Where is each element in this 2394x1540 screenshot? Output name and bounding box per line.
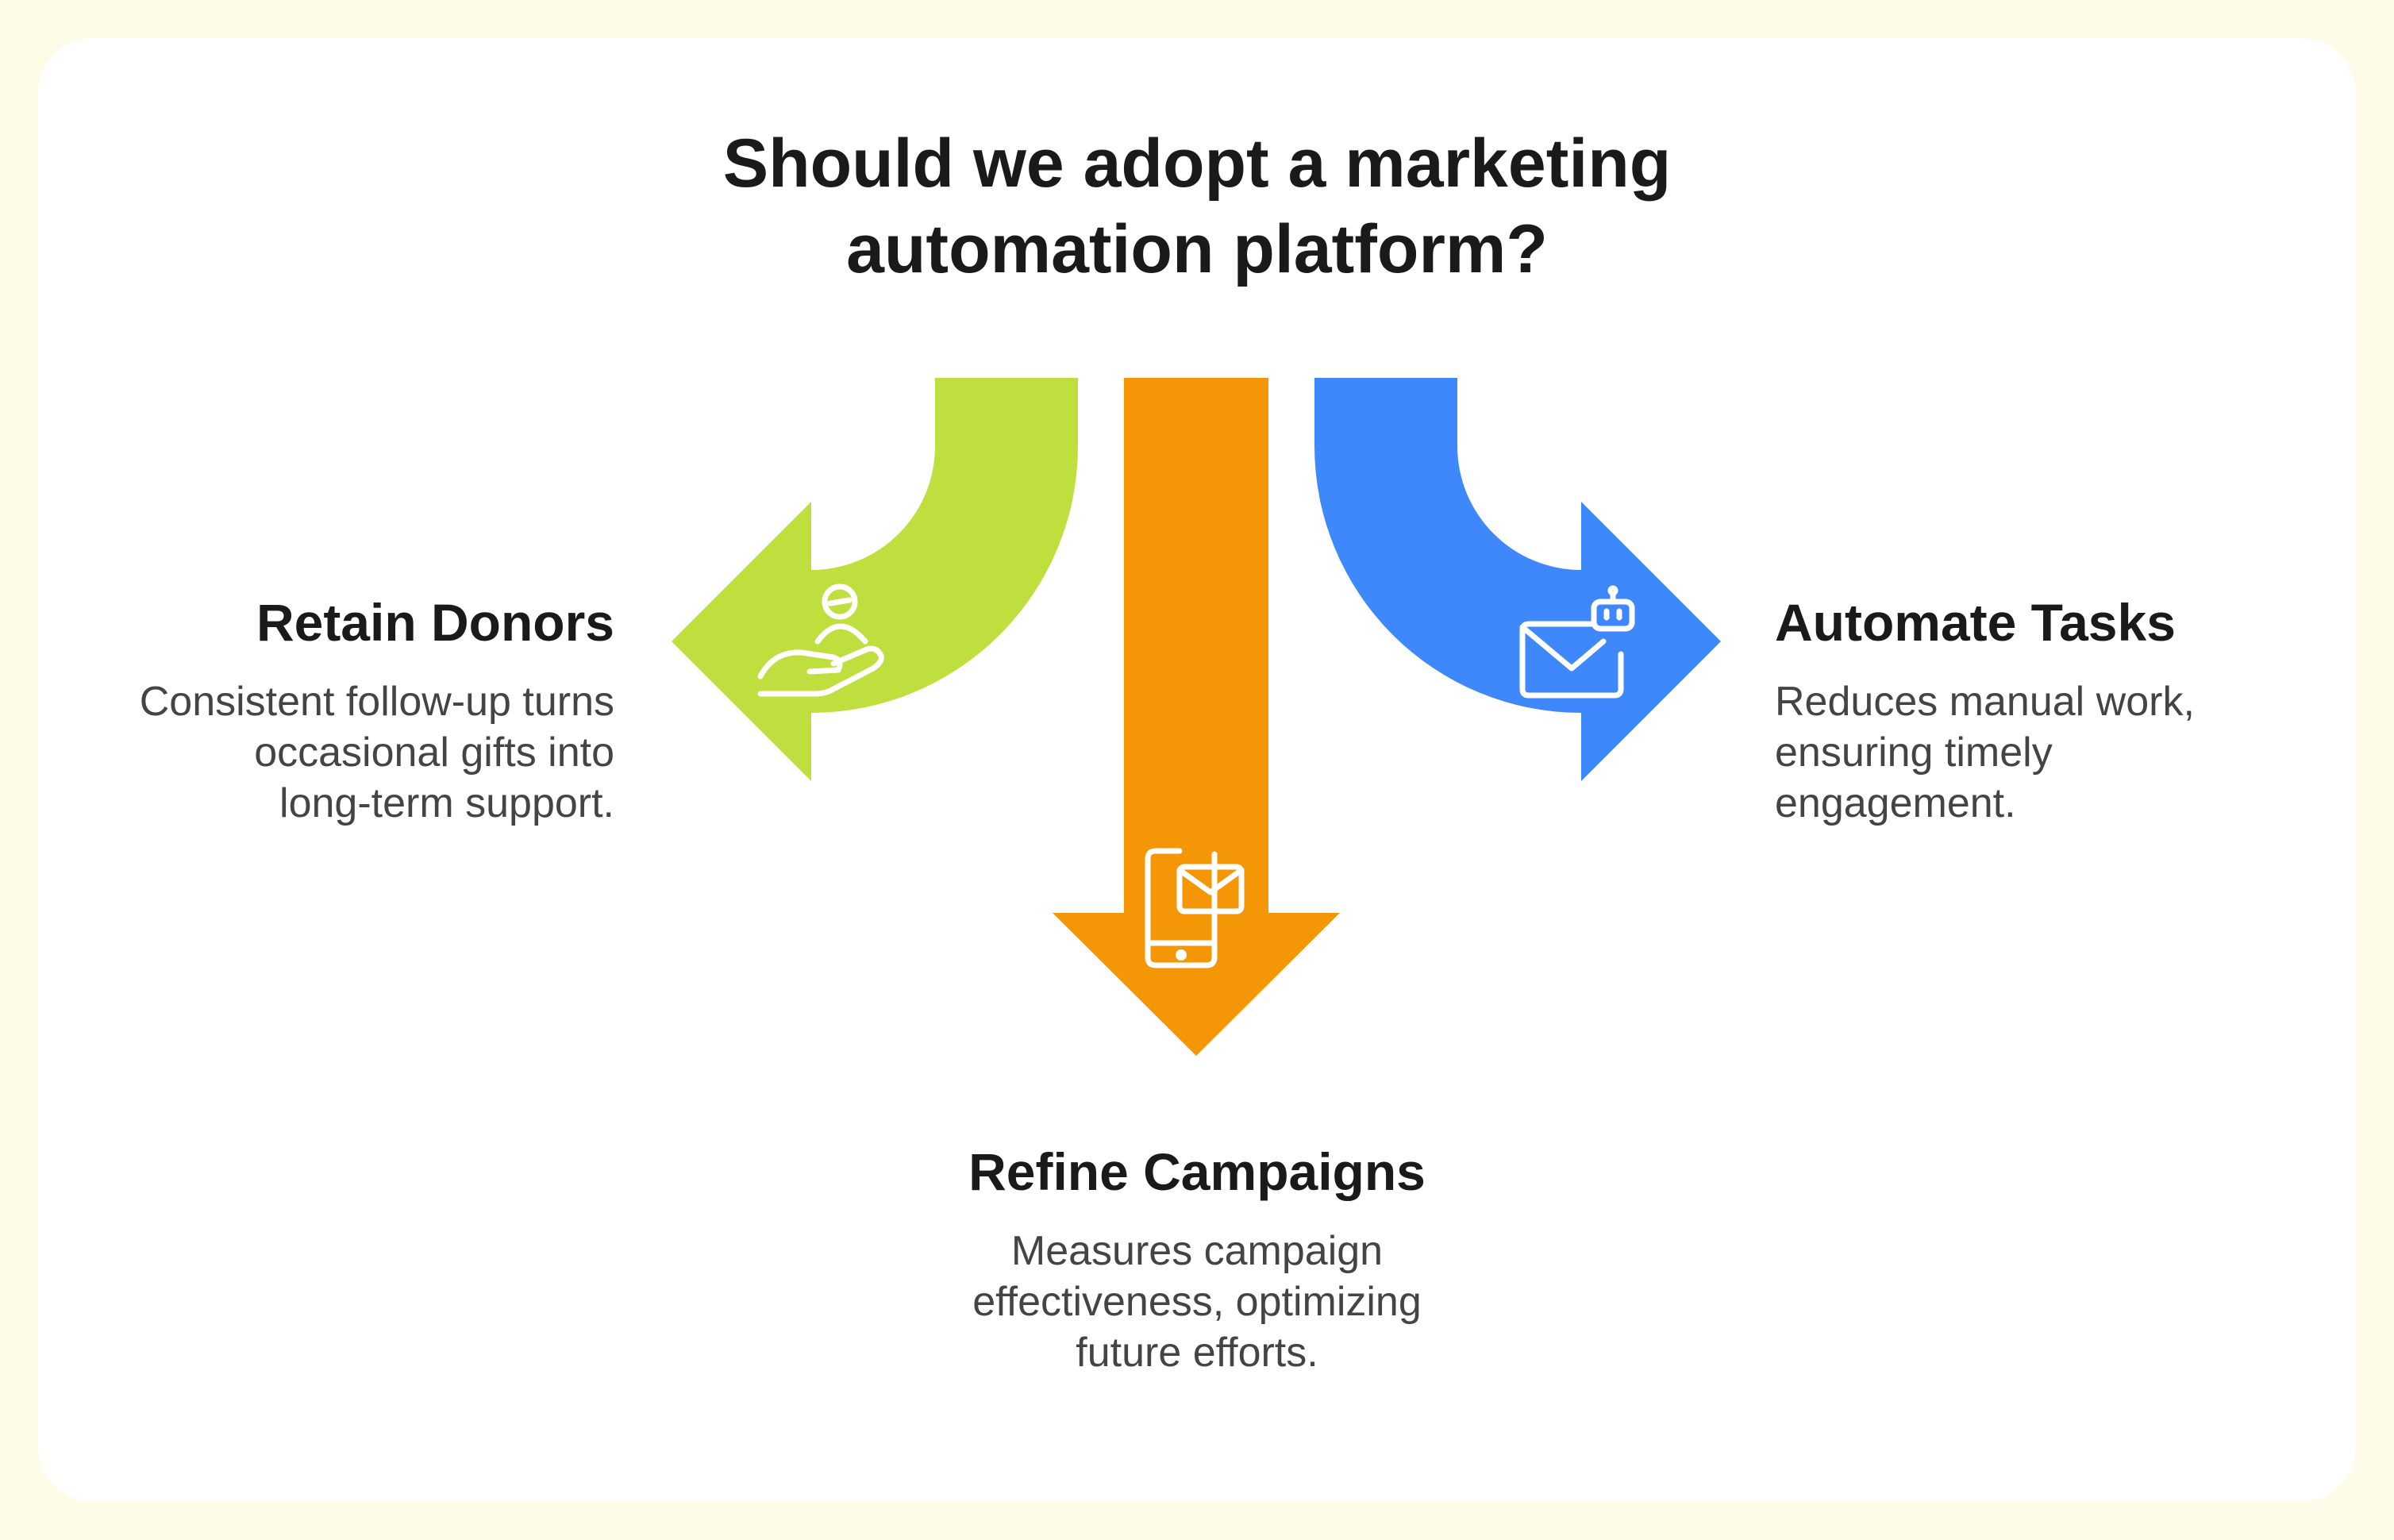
phone-mail-icon	[1145, 848, 1245, 968]
description-line: Consistent follow-up turns	[139, 679, 614, 725]
refine-campaigns-description: Measures campaign effectiveness, optimiz…	[800, 1226, 1594, 1378]
automate-tasks-description: Reduces manual work, ensuring timely eng…	[1775, 676, 2195, 829]
retain-donors-description: Consistent follow-up turns occasional gi…	[140, 676, 614, 829]
diagram-title: Should we adopt a marketing automation p…	[483, 121, 1911, 292]
title-line-2: automation platform?	[846, 211, 1548, 287]
refine-campaigns-heading: Refine Campaigns	[968, 1142, 1426, 1201]
description-line: long-term support.	[279, 780, 614, 826]
description-line: ensuring timely	[1775, 730, 2053, 776]
mail-robot-icon	[1519, 585, 1635, 699]
description-line: Measures campaign	[1010, 1228, 1384, 1274]
description-line: occasional gifts into	[254, 730, 614, 776]
left-curved-arrow	[672, 378, 1078, 781]
description-line: Reduces manual work,	[1775, 679, 2195, 725]
title-line-1: Should we adopt a marketing	[722, 125, 1672, 202]
automate-tasks-heading: Automate Tasks	[1775, 593, 2176, 652]
description-line: effectiveness, optimizing	[972, 1279, 1422, 1325]
hand-coin-icon	[757, 583, 884, 697]
center-down-arrow	[1053, 378, 1340, 1056]
right-curved-arrow	[1314, 378, 1721, 781]
description-line: engagement.	[1775, 780, 2016, 826]
description-line: future efforts.	[1076, 1330, 1318, 1376]
retain-donors-heading: Retain Donors	[256, 593, 614, 652]
